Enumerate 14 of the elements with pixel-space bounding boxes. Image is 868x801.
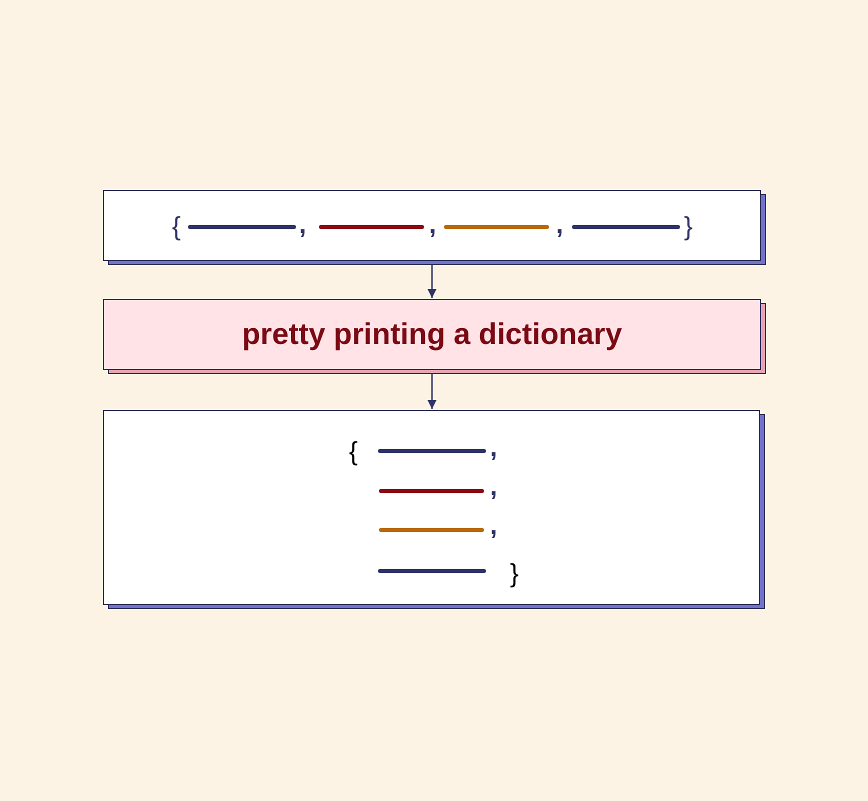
- dictionary-box: [103, 410, 760, 605]
- comma: ,: [490, 434, 498, 460]
- comma: ,: [429, 211, 436, 237]
- comma: ,: [490, 512, 498, 538]
- close-brace: }: [684, 213, 693, 239]
- close-brace: }: [510, 560, 519, 586]
- open-brace: {: [172, 213, 181, 239]
- comma: ,: [556, 211, 564, 237]
- process-box: [103, 299, 761, 370]
- box-title: pretty printing a dictionary: [242, 320, 622, 350]
- dictionary-box: [103, 190, 761, 261]
- open-brace: {: [349, 438, 358, 464]
- comma: ,: [299, 211, 306, 237]
- comma: ,: [490, 473, 498, 499]
